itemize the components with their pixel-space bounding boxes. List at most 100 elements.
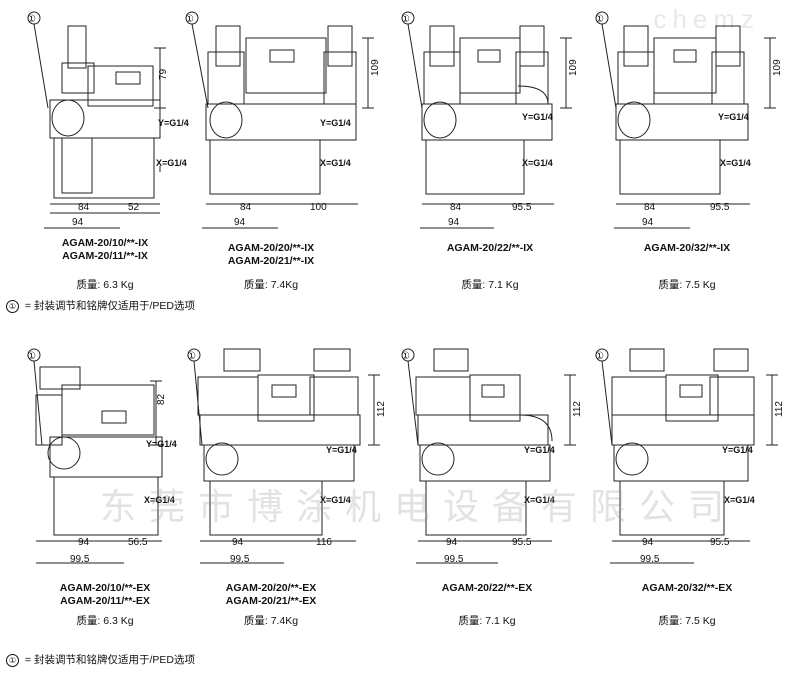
dim-b: 95.5 <box>512 537 532 548</box>
dim-total: 94 <box>448 217 460 228</box>
dim-total: 99.5 <box>640 554 660 565</box>
model-name: AGAM-20/20/**-IX <box>227 242 315 254</box>
dim-b: 95.5 <box>512 202 532 213</box>
height-dim: 112 <box>572 401 583 417</box>
model-name: AGAM-20/10/**-EX <box>59 582 151 594</box>
weight-line: 质量: 7.5 Kg <box>592 613 782 628</box>
port-x: X=G1/4 <box>156 158 187 168</box>
model-name: AGAM-20/21/**-EX <box>225 595 317 607</box>
model-name: AGAM-20/22/**-IX <box>446 242 534 254</box>
marker-1: ① <box>187 351 196 362</box>
dim-total: 99.5 <box>444 554 464 565</box>
weight-label: 质量: <box>76 279 101 291</box>
weight-label: 质量: <box>243 279 268 291</box>
dim-b: 100 <box>310 202 327 213</box>
dim-a: 84 <box>78 202 90 213</box>
dim-b: 95.5 <box>710 537 730 548</box>
weight-value: 7.4Kg <box>270 615 299 627</box>
port-y: Y=G1/4 <box>320 118 351 128</box>
weight-value: 7.4Kg <box>270 279 299 291</box>
model-name-block: AGAM-20/22/**-IX <box>395 242 585 255</box>
model-name: AGAM-20/11/**-IX <box>62 250 148 262</box>
footnote-marker: ① <box>6 300 19 313</box>
marker-1: ① <box>401 14 410 25</box>
port-x: X=G1/4 <box>320 158 351 168</box>
marker-1: ① <box>27 351 36 362</box>
weight-line: 质量: 6.3 Kg <box>10 277 200 292</box>
height-dim: 109 <box>772 59 783 76</box>
footnote: ① = 封装调节和铭牌仅适用于/PED选项 <box>6 652 195 667</box>
model-name-block: AGAM-20/20/**-IX AGAM-20/21/**-IX <box>176 242 366 268</box>
height-dim: 109 <box>370 59 381 76</box>
model-name-block: AGAM-20/32/**-IX <box>592 242 782 255</box>
model-name: AGAM-20/22/**-EX <box>441 582 533 594</box>
dim-total: 94 <box>642 217 654 228</box>
port-x: X=G1/4 <box>320 495 351 505</box>
watermark-company: 东莞市博涂机电设备有限公司 <box>100 487 738 528</box>
dim-a: 94 <box>78 537 90 548</box>
weight-value: 7.5 Kg <box>685 615 716 627</box>
marker-1: ① <box>185 14 194 25</box>
drawing-agam-20-22-ix: ① 109 Y=G1/4 X=G1/4 84 95.5 94 <box>401 11 579 229</box>
drawing-agam-20-22-ex: ① 112 Y=G1/4 X=G1/4 94 95.5 99.5 <box>401 348 583 565</box>
marker-1: ① <box>401 351 410 362</box>
port-y: Y=G1/4 <box>158 118 189 128</box>
height-dim: 82 <box>156 393 167 405</box>
model-name-block: AGAM-20/32/**-EX <box>592 582 782 595</box>
dim-a: 94 <box>642 537 654 548</box>
marker-1: ① <box>27 14 36 25</box>
drawing-agam-20-20-ix: ① 109 Y=G1/4 X=G1/4 84 100 94 <box>185 11 381 229</box>
dim-total: 99.5 <box>70 554 90 565</box>
marker-1: ① <box>595 351 604 362</box>
weight-value: 6.3 Kg <box>103 279 134 291</box>
dim-a: 94 <box>232 537 244 548</box>
drawing-agam-20-32-ex: ① 112 Y=G1/4 X=G1/4 94 95.5 99.5 <box>595 348 785 565</box>
port-x: X=G1/4 <box>724 495 755 505</box>
weight-line: 质量: 7.4Kg <box>176 277 366 292</box>
footnote-marker: ① <box>6 654 19 667</box>
watermark-top: chemz <box>653 4 760 34</box>
marker-1: ① <box>595 14 604 25</box>
weight-label: 质量: <box>458 615 483 627</box>
height-dim: 109 <box>568 59 579 76</box>
port-x: X=G1/4 <box>720 158 751 168</box>
weight-label: 质量: <box>461 279 486 291</box>
port-y: Y=G1/4 <box>524 445 555 455</box>
model-name: AGAM-20/32/**-EX <box>641 582 733 594</box>
dim-b: 116 <box>316 537 332 548</box>
footnote-text: = 封装调节和铭牌仅适用于/PED选项 <box>22 300 195 312</box>
footnote: ① = 封装调节和铭牌仅适用于/PED选项 <box>6 298 195 313</box>
weight-value: 7.1 Kg <box>485 615 516 627</box>
model-name: AGAM-20/20/**-EX <box>225 582 317 594</box>
dim-a: 84 <box>644 202 656 213</box>
weight-line: 质量: 7.1 Kg <box>392 613 582 628</box>
port-y: Y=G1/4 <box>722 445 753 455</box>
dim-a: 94 <box>446 537 458 548</box>
model-name-block: AGAM-20/10/**-EX AGAM-20/11/**-EX <box>10 582 200 608</box>
footnote-text: = 封装调节和铭牌仅适用于/PED选项 <box>22 654 195 666</box>
weight-value: 6.3 Kg <box>103 615 134 627</box>
port-x: X=G1/4 <box>144 495 175 505</box>
weight-line: 质量: 7.1 Kg <box>395 277 585 292</box>
height-dim: 112 <box>376 401 387 417</box>
model-name-block: AGAM-20/20/**-EX AGAM-20/21/**-EX <box>176 582 366 608</box>
drawing-agam-20-20-ex: ① 112 Y=G1/4 X=G1/4 94 116 99.5 <box>187 348 387 565</box>
weight-line: 质量: 6.3 Kg <box>10 613 200 628</box>
model-name: AGAM-20/32/**-IX <box>643 242 731 254</box>
dim-total: 94 <box>234 217 246 228</box>
dim-total: 94 <box>72 217 84 228</box>
weight-label: 质量: <box>658 279 683 291</box>
dim-b: 56.5 <box>128 537 148 548</box>
weight-value: 7.5 Kg <box>685 279 716 291</box>
port-y: Y=G1/4 <box>326 445 357 455</box>
dim-b: 95.5 <box>710 202 730 213</box>
weight-label: 质量: <box>658 615 683 627</box>
model-name: AGAM-20/11/**-EX <box>60 595 150 607</box>
weight-value: 7.1 Kg <box>488 279 519 291</box>
drawing-agam-20-10-ex: ① 82 Y=G1/4 X=G1/4 94 56.5 99.5 <box>27 348 177 565</box>
dim-total: 99.5 <box>230 554 250 565</box>
model-name: AGAM-20/10/**-IX <box>61 237 149 249</box>
port-y: Y=G1/4 <box>522 112 553 122</box>
weight-label: 质量: <box>243 615 268 627</box>
